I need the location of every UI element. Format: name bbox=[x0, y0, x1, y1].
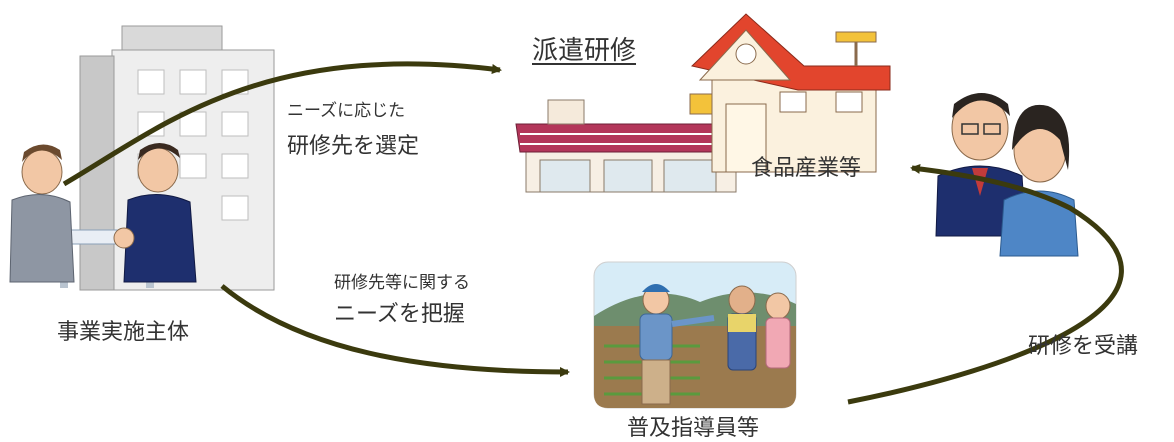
meeting-people-icon bbox=[9, 143, 197, 288]
needs-label-line2: ニーズを把握 bbox=[334, 302, 465, 327]
arrow-trainees-to-food-industry bbox=[847, 163, 1124, 405]
extension-worker-label: 普及指導員等 bbox=[627, 416, 760, 441]
arrow-to-training-site bbox=[62, 61, 502, 187]
extension-worker-scene-icon bbox=[593, 261, 797, 409]
food-industry-label: 食品産業等 bbox=[751, 156, 862, 181]
implementer-label: 事業実施主体 bbox=[57, 320, 190, 345]
food-industry-buildings-icon bbox=[515, 13, 891, 193]
arrow-to-extension-worker bbox=[220, 284, 570, 377]
diagram-title: 派遣研修 bbox=[532, 36, 637, 66]
select-label-line1: ニーズに応じた bbox=[287, 101, 406, 121]
attend-training-label: 研修を受講 bbox=[1028, 334, 1139, 359]
needs-label-line1: 研修先等に関する bbox=[334, 273, 470, 293]
select-label-line2: 研修先を選定 bbox=[287, 134, 420, 159]
trainees-icon bbox=[935, 93, 1079, 257]
